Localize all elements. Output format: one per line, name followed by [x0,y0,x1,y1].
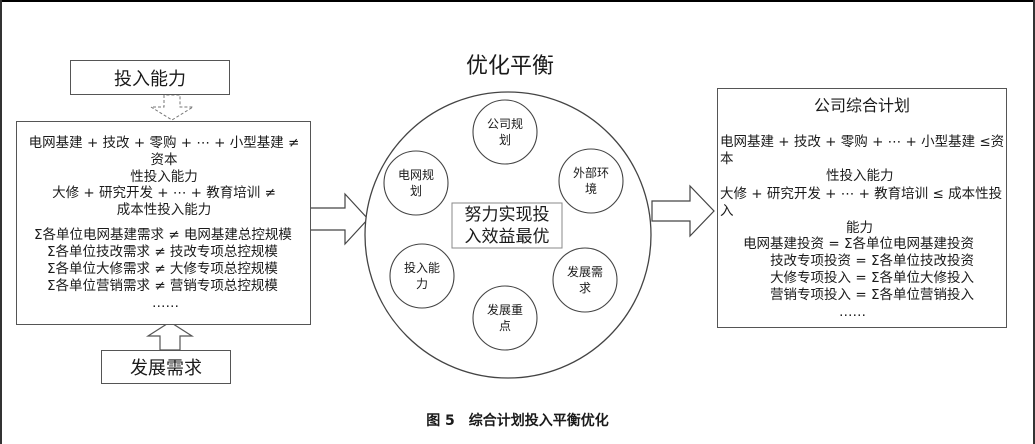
list-item: Σ各单位技改需求 ≠ 技改专项总控规模 [47,244,278,260]
node-circle-capacity [389,243,455,309]
optimization-title: 优化平衡 [465,54,554,79]
right-capital-line2: 性投入能力 [826,168,894,184]
left-constraint-box [16,121,311,325]
frame-left-border [0,0,2,444]
list-item: 营销专项投入 = Σ各单位营销投入 [770,287,974,303]
list-item: 电网基建投资 = Σ各单位电网基建投资 [743,236,974,252]
node-line2: 划 [498,133,511,147]
node-grid-plan: 电网规划 [384,167,448,199]
input-capacity-label: 投入能力 [70,60,230,95]
node-company-plan: 公司规划 [473,116,537,148]
down-arrow-icon [149,94,195,121]
left-capital-line1: 电网基建 + 技改 + 零购 + ⋯ + 小型基建 ≠ 资本 [28,135,300,168]
right-cost-line2: 能力 [846,220,873,236]
left-cost-line1: 大修 + 研究开发 + ⋯ + 教育培训 ≠ [52,185,276,201]
node-line2: 点 [498,319,511,333]
node-line1: 电网规 [397,168,434,182]
right-plan-box [717,88,1007,328]
figure-caption: 图 5 综合计划投入平衡优化 [426,413,609,429]
right-capital-text: 电网基建 + 技改 + 零购 + ⋯ + 小型基建 ≤资本 性投入能力 [720,134,1005,185]
node-capacity: 投入能力 [390,260,454,292]
node-line2: 划 [409,184,422,198]
core-goal-text: 努力实现投 入效益最优 [452,204,562,248]
node-line2: 境 [584,182,597,196]
node-circle-dev-demand [552,247,618,313]
node-circle-company-plan [472,99,538,165]
right-cost-text: 大修 + 研究开发 + ⋯ + 教育培训 ≤ 成本性投入 能力 [720,186,1005,237]
company-plan-title: 公司综合计划 [813,96,910,115]
list-item: …… [839,304,866,320]
left-cost-line2: 成本性投入能力 [116,202,212,218]
left-constraint-list: Σ各单位电网基建需求 ≠ 电网基建总控规模 Σ各单位技改需求 ≠ 技改专项总控规… [34,227,306,312]
up-arrow-icon [145,321,195,351]
list-item: Σ各单位营销需求 ≠ 营销专项总控规模 [47,278,278,294]
list-item: …… [152,295,179,311]
node-external-env: 外部环境 [559,165,623,197]
left-cost-text: 大修 + 研究开发 + ⋯ + 教育培训 ≠ 成本性投入能力 [20,185,308,219]
right-capital-line1: 电网基建 + 技改 + 零购 + ⋯ + 小型基建 ≤资本 [720,134,1005,167]
right-cost-line1: 大修 + 研究开发 + ⋯ + 教育培训 ≤ 成本性投入 [720,186,1003,219]
right-arrow-icon-right [651,184,715,238]
node-line2: 求 [578,281,591,295]
node-line1: 公司规 [486,117,523,131]
node-dev-focus: 发展重点 [473,302,537,334]
frame-right-border [1033,0,1035,444]
left-capital-text: 电网基建 + 技改 + 零购 + ⋯ + 小型基建 ≠ 资本 性投入能力 [20,135,308,186]
node-line2: 力 [415,277,428,291]
frame-top-border [0,0,1035,2]
core-line2: 入效益最优 [464,227,550,247]
node-circle-external-env [558,148,624,214]
core-line1: 努力实现投 [464,205,550,225]
node-line1: 投入能 [403,261,440,275]
list-item: 大修专项投入 = Σ各单位大修投入 [770,270,974,286]
right-equation-list: 电网基建投资 = Σ各单位电网基建投资 技改专项投资 = Σ各单位技改投资 大修… [722,236,1004,321]
node-circle-grid-plan [383,150,449,216]
node-line1: 外部环 [572,166,609,180]
list-item: 技改专项投资 = Σ各单位技改投资 [770,253,974,269]
left-capital-line2: 性投入能力 [130,169,198,185]
core-box [451,202,563,249]
node-line1: 发展重 [486,303,523,317]
node-circle-dev-focus [472,285,538,351]
development-demand-label: 发展需求 [101,350,231,384]
right-arrow-icon-left [309,192,369,246]
node-dev-demand: 发展需求 [553,264,617,296]
node-line1: 发展需 [566,265,603,279]
list-item: Σ各单位大修需求 ≠ 大修专项总控规模 [47,261,278,277]
list-item: Σ各单位电网基建需求 ≠ 电网基建总控规模 [34,227,292,243]
